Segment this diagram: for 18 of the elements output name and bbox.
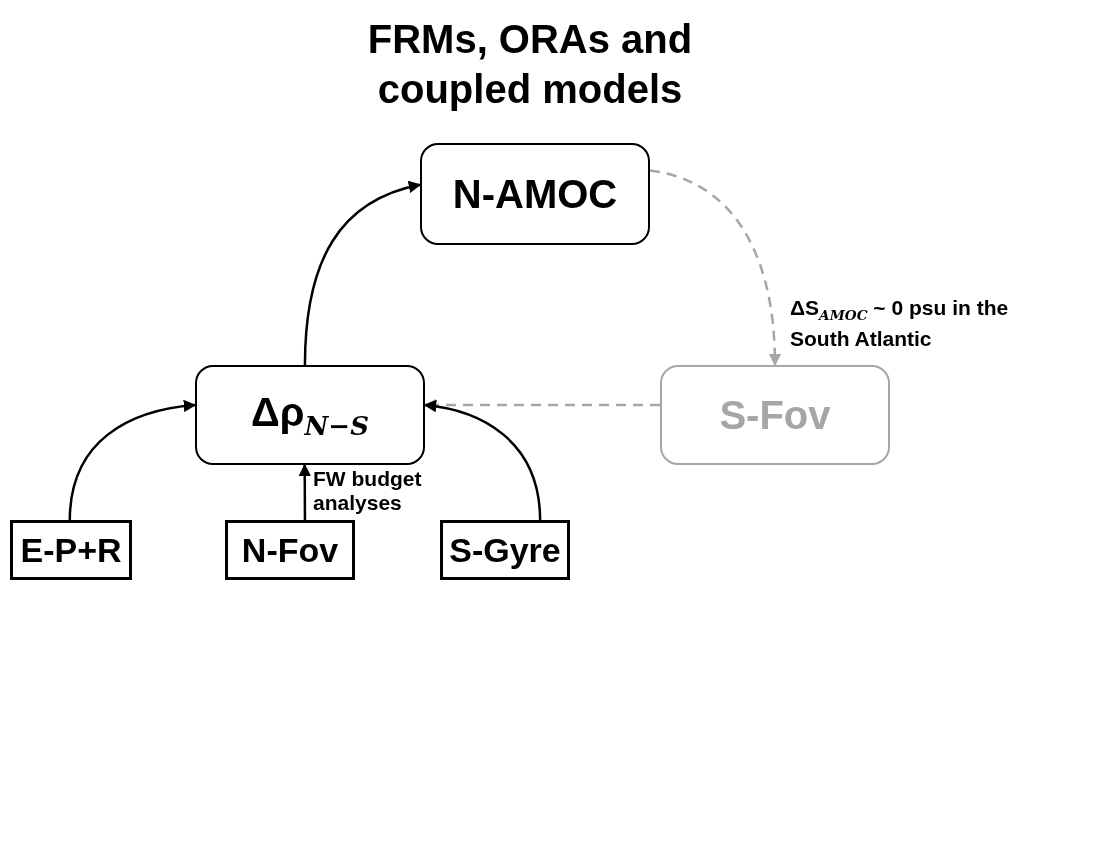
process-box <box>225 520 355 580</box>
node-label: N-Fov <box>241 530 339 570</box>
arrow <box>423 400 542 521</box>
rounded-box <box>660 365 890 465</box>
rounded-box <box>195 365 425 465</box>
node-label: E-P+R <box>20 530 122 570</box>
process-box <box>440 520 570 580</box>
arrow <box>68 400 197 521</box>
arrow <box>649 169 781 367</box>
node-label: S-Gyre <box>449 530 561 570</box>
arrow <box>298 463 311 520</box>
arrow <box>303 181 422 366</box>
process-box <box>10 520 132 580</box>
node-label: S-Fov <box>719 392 831 438</box>
diagram-title: FRMs, ORAs and coupled models <box>366 16 694 113</box>
rounded-box <box>420 143 650 245</box>
node-label: N-AMOC <box>452 171 618 217</box>
node-label: Δρ$_{N−S}$ <box>251 389 369 441</box>
